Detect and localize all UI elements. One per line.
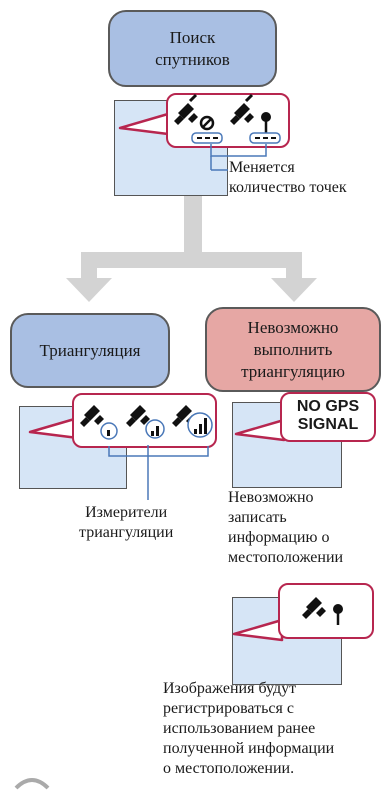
- no-signal-bubble: NO GPS SIGNAL: [280, 392, 376, 442]
- triangulation-label: Триангуляция: [39, 340, 141, 360]
- searching-dots-left: [191, 132, 223, 144]
- cannot-triangulate-box: Невозможно выполнить триангуляцию: [205, 307, 381, 392]
- satellite-searching-icon: [174, 93, 215, 131]
- previous-info-bubble: [278, 583, 374, 639]
- dots-change-note: Меняется количество точек: [229, 159, 347, 196]
- previous-info-icons: [302, 597, 343, 625]
- satellite-pin-icon: [302, 597, 343, 625]
- triangulation-box: Триангуляция: [10, 313, 170, 388]
- search-icons: [174, 93, 281, 144]
- previous-info-note: Изображения будут регистрироваться с исп…: [163, 680, 335, 777]
- triangulation-icons: [80, 405, 213, 440]
- meters-note: Измерители триангуляции: [79, 504, 174, 541]
- cannot-triangulate-label: Невозможно выполнить триангуляцию: [241, 317, 345, 381]
- satellite-signal-3-icon: [172, 405, 213, 438]
- cannot-record-note: Невозможно записать информацию о местопо…: [228, 489, 344, 566]
- page-edge-mark: [14, 778, 50, 790]
- searching-dots-right: [249, 132, 281, 144]
- satellite-pin-searching-icon: [230, 93, 271, 133]
- search-satellites-box: Поиск спутников: [108, 10, 277, 87]
- no-gps-signal-indicator: NO GPS SIGNAL: [296, 398, 360, 433]
- satellite-signal-2-icon: [126, 405, 165, 439]
- satellite-signal-1-icon: [80, 405, 118, 440]
- split-arrow: [66, 190, 317, 302]
- search-satellites-label: Поиск спутников: [155, 27, 230, 69]
